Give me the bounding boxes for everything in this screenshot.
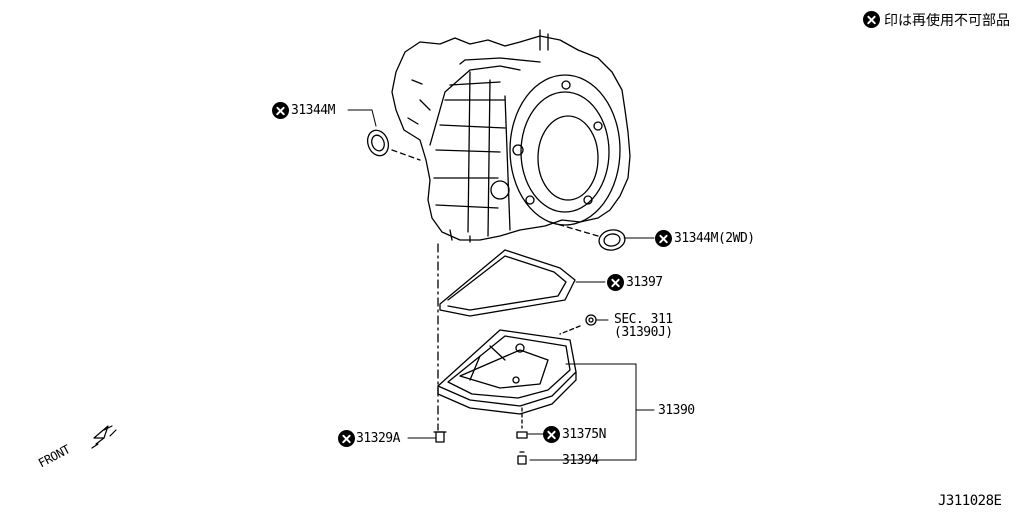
transmission-assembly [391,29,631,243]
callout-31397: 31397 [626,275,663,290]
legend: 印は再使用不可部品 [862,10,1010,30]
drain-plug-parts [516,407,528,465]
non-reusable-marker [272,102,289,119]
callout-31390j: (31390J) [614,325,673,340]
front-arrow-icon [91,425,117,449]
callout-31394: 31394 [562,453,599,468]
callout-31375n: 31375N [562,427,606,442]
oil-pan [437,329,577,415]
callout-31390: 31390 [658,403,695,418]
callout-31344m-left: 31344M [291,103,335,118]
non-reusable-marker [338,430,355,447]
callout-31329a: 31329A [356,431,400,446]
pan-magnet [559,314,597,335]
oil-pan-bolt [433,243,447,443]
legend-text: 印は再使用不可部品 [884,13,1010,29]
oil-pan-gasket [439,249,576,317]
callout-31344m-2wd: 31344M(2WD) [674,231,755,246]
non-reusable-marker [655,230,672,247]
non-reusable-marker [543,426,560,443]
non-reusable-marker [607,274,624,291]
oil-seal-right [549,221,626,251]
callout-sec-311: SEC. 311 [614,312,673,327]
leader-lines [347,109,655,461]
oil-seal-left [366,129,421,161]
non-reusable-part-icon [862,11,880,28]
drawing-id: J311028E [938,493,1002,509]
